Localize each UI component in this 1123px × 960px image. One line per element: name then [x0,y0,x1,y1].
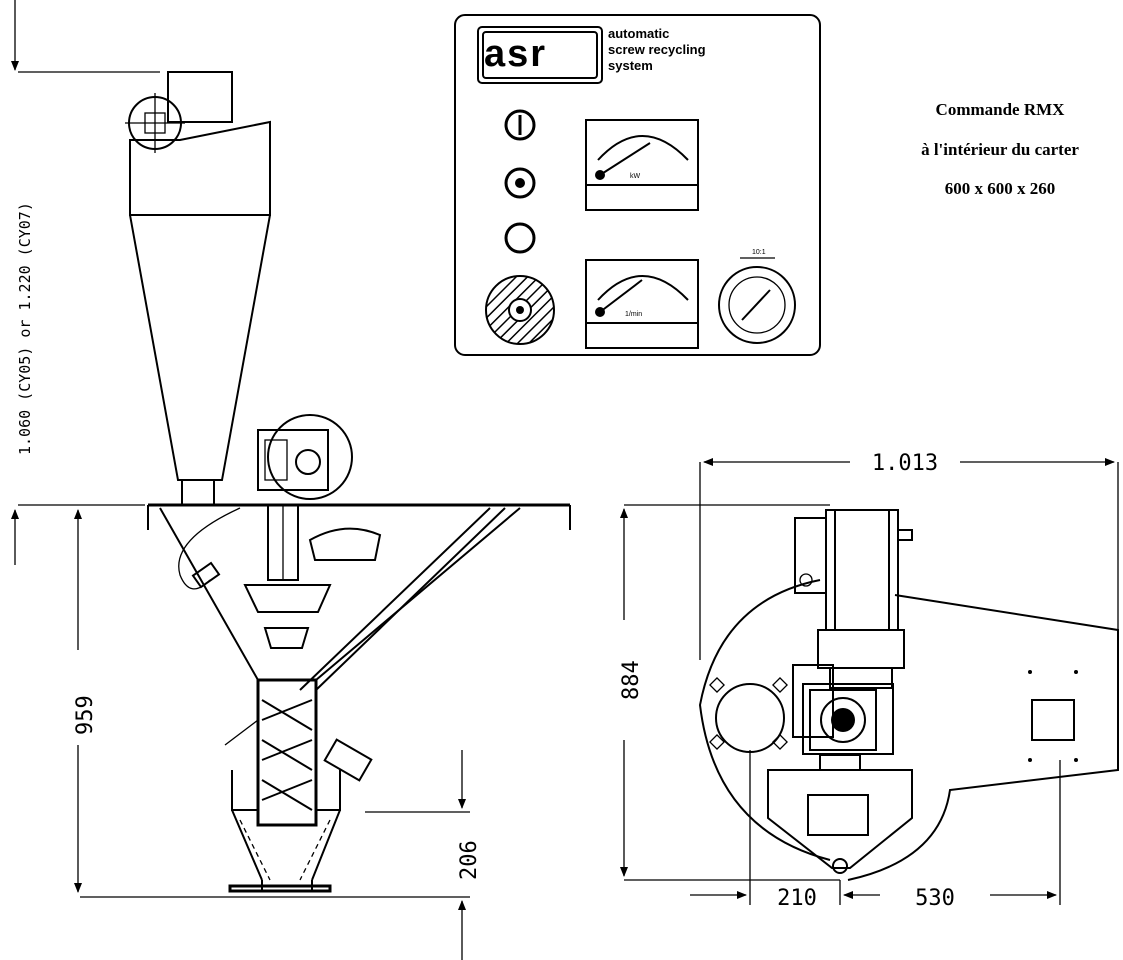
panel-brand-line2: screw recycling [608,42,706,57]
top-view [620,458,1119,905]
note-line3: 600 x 600 x 260 [945,179,1056,198]
panel-brand-line1: automatic [608,26,669,41]
note-line2: à l'intérieur du carter [921,140,1079,159]
panel-brand-line3: system [608,58,653,73]
width-total-label: 1.013 [872,451,938,476]
note-line1: Commande RMX [936,100,1066,119]
meter1-label: kW [630,173,641,180]
dial-label: 10:1 [752,249,766,256]
cyclone-height-label: 1.060 (CY05) or 1.220 (CY07) [16,202,34,455]
depth-label: 884 [619,660,644,700]
hopper-height-label: 959 [73,695,98,735]
outlet-height-label: 206 [457,840,482,880]
offset-right-label: 530 [915,886,955,911]
control-panel [454,14,821,356]
offset-left-label: 210 [777,886,817,911]
side-view [11,0,571,960]
panel-logo: asr [484,33,547,75]
meter2-label: 1/min [625,311,642,318]
